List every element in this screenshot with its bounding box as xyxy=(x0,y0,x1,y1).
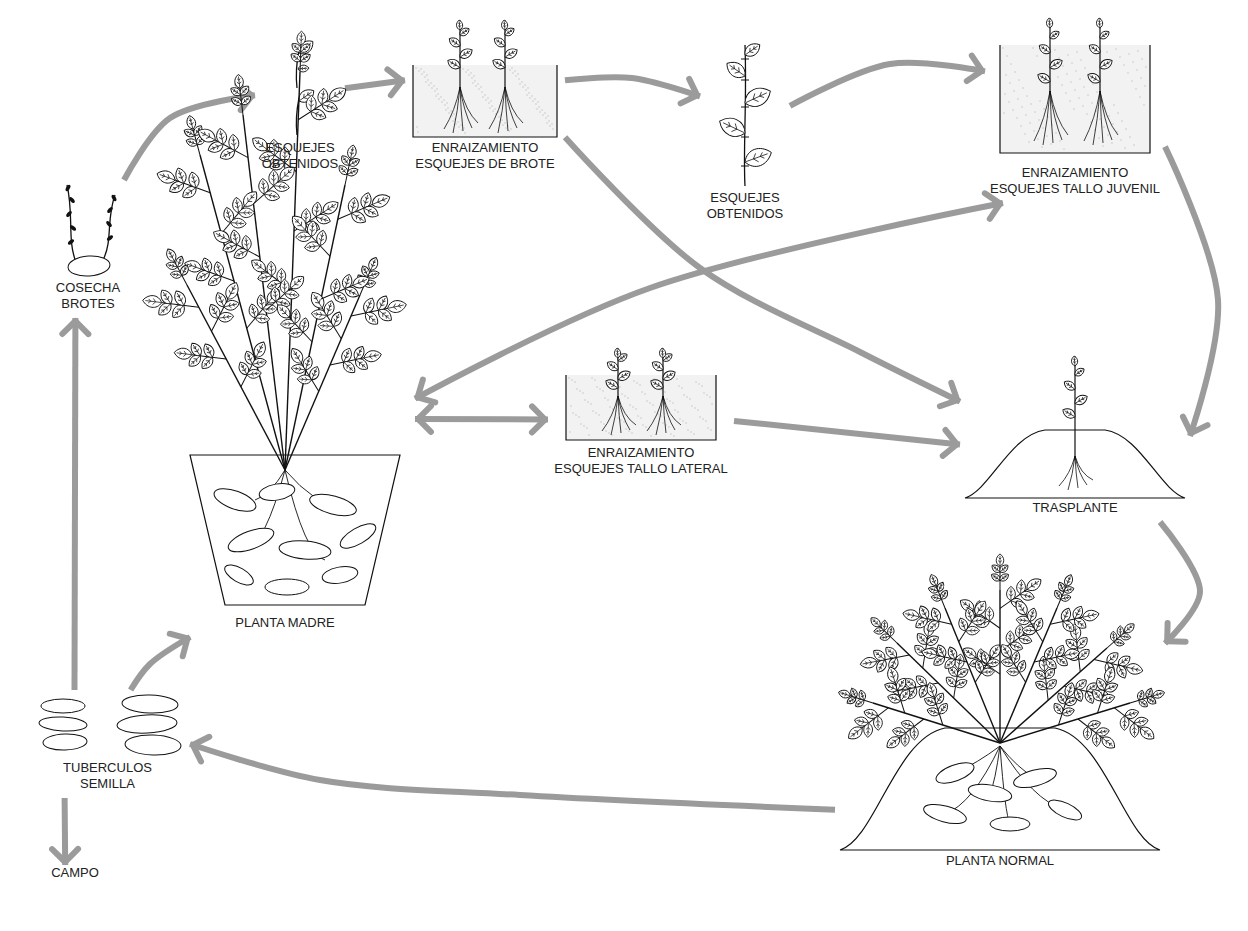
flow-arrow xyxy=(1165,147,1218,436)
flow-arrow xyxy=(565,77,700,96)
plant-illustration xyxy=(548,345,734,445)
plant-illustration xyxy=(43,180,133,280)
plant-illustration xyxy=(960,350,1190,500)
stage-label: ENRAIZAMIENTO ESQUEJES DE BROTE xyxy=(410,140,560,172)
plant-illustration xyxy=(405,15,565,140)
stage-node: TUBERCULOS SEMILLA xyxy=(25,690,190,798)
stage-node: CAMPO xyxy=(40,865,110,887)
stage-label: ESQUEJES OBTENIDOS xyxy=(258,140,343,172)
stage-node: ENRAIZAMIENTO ESQUEJES TALLO LATERAL xyxy=(548,345,734,483)
stage-label: COSECHA BROTES xyxy=(51,280,126,312)
flow-arrow xyxy=(565,137,960,401)
stage-node: ENRAIZAMIENTO ESQUEJES TALLO JUVENIL xyxy=(985,15,1165,203)
flow-arrow xyxy=(415,416,548,423)
plant-illustration xyxy=(835,578,1165,853)
flow-arrow xyxy=(131,637,191,690)
flow-arrow xyxy=(72,318,79,690)
stage-label: TRASPLANTE xyxy=(1000,500,1150,516)
stage-label: PLANTA MADRE xyxy=(185,615,385,631)
stage-label: PLANTA NORMAL xyxy=(900,853,1100,869)
stage-label: ENRAIZAMIENTO ESQUEJES TALLO JUVENIL xyxy=(987,165,1163,197)
flow-arrow xyxy=(1160,522,1200,643)
stage-node: ENRAIZAMIENTO ESQUEJES DE BROTE xyxy=(405,15,565,178)
edge-group xyxy=(65,63,1219,865)
flow-arrow xyxy=(790,63,985,106)
stage-label: CAMPO xyxy=(40,865,110,881)
stage-node: ESQUEJES OBTENIDOS xyxy=(700,40,790,228)
stage-node: COSECHA BROTES xyxy=(43,180,133,318)
flow-arrow xyxy=(124,95,255,180)
flow-arrow xyxy=(415,203,1003,399)
plant-illustration xyxy=(700,40,790,190)
stage-label: ENRAIZAMIENTO ESQUEJES TALLO LATERAL xyxy=(553,445,730,477)
plant-illustration xyxy=(985,15,1165,165)
flow-arrow xyxy=(734,421,960,445)
plant-illustration xyxy=(25,690,190,760)
flow-arrow xyxy=(62,798,69,865)
stage-node: TRASPLANTE xyxy=(960,350,1190,522)
flow-arrow xyxy=(190,744,835,810)
stage-node: PLANTA NORMAL xyxy=(835,578,1165,875)
flow-arrow xyxy=(345,80,405,88)
stage-label: TUBERCULOS SEMILLA xyxy=(58,760,158,792)
stage-label: ESQUEJES OBTENIDOS xyxy=(703,190,788,222)
